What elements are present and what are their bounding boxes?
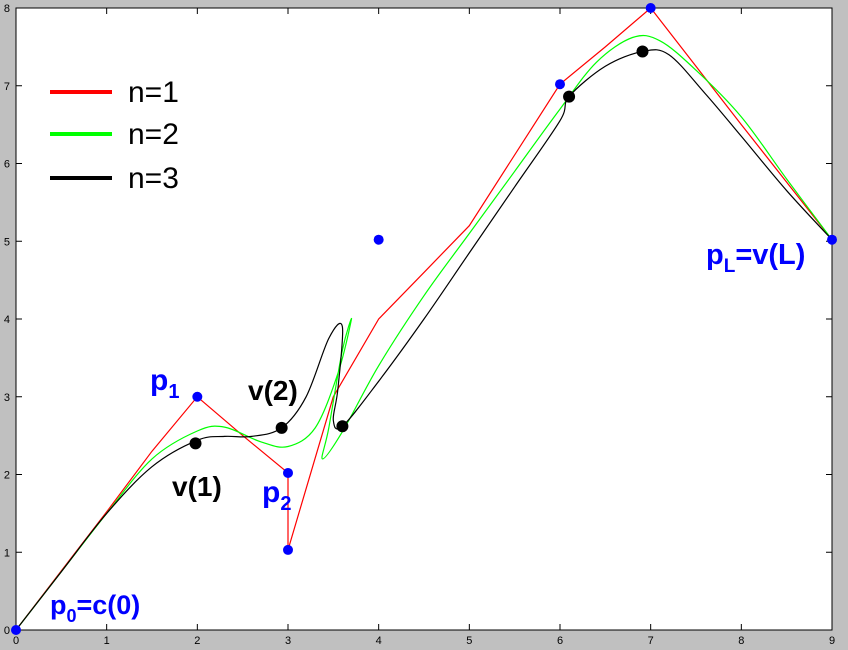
annotation-v2: v(2) [248, 375, 298, 406]
annotation-pL-sub: L [724, 256, 736, 277]
annotation-pL-rest: =v(L) [735, 239, 805, 271]
series-line-n2 [15, 34, 833, 631]
y-tick-label: 8 [4, 3, 10, 15]
y-tick-label: 6 [4, 159, 10, 171]
y-tick-label: 0 [4, 625, 10, 637]
v-point [563, 90, 576, 103]
x-tick-label: 4 [376, 635, 382, 647]
v-point [275, 421, 288, 434]
annotation-p2-sub: 2 [280, 493, 291, 515]
y-tick-label: 3 [4, 392, 10, 404]
annotation-p1-main: p [150, 364, 168, 397]
y-tick-label: 2 [4, 470, 10, 482]
x-tick-label: 5 [466, 635, 472, 647]
annotation-p0-rest: =c(0) [77, 590, 141, 620]
control-point [555, 79, 565, 90]
legend: n=1 n=2 n=3 [50, 76, 179, 195]
v-point [636, 45, 649, 58]
x-tick-label: 3 [285, 635, 291, 647]
x-tick-label: 7 [648, 635, 654, 647]
v-point [336, 420, 349, 433]
x-tick-label: 9 [829, 635, 835, 647]
legend-label-n3: n=3 [128, 162, 179, 195]
x-tick-label: 6 [557, 635, 563, 647]
y-tick-label: 7 [4, 81, 10, 93]
legend-label-n1: n=1 [128, 76, 179, 109]
control-point [827, 234, 837, 245]
y-tick-label: 1 [4, 547, 10, 559]
annotation-p0-sub: 0 [67, 606, 77, 626]
series-line-n1 [15, 7, 833, 631]
annotation-p2-main: p [262, 476, 280, 509]
annotations: p0=c(0) p1 p2 pL=v(L) v(1) v(2) [50, 239, 805, 626]
x-tick-label: 1 [104, 635, 110, 647]
control-point [192, 391, 203, 402]
annotation-p1-sub: 1 [168, 381, 179, 403]
annotation-p0-main: p [50, 590, 67, 620]
control-point [11, 625, 21, 635]
control-point [645, 3, 656, 13]
annotation-p2: p2 [262, 476, 291, 515]
data-points [11, 3, 837, 635]
x-tick-label: 2 [194, 635, 200, 647]
annotation-pL: pL=v(L) [706, 239, 805, 277]
y-tick-label: 4 [4, 314, 10, 326]
y-tick-label: 5 [4, 236, 10, 248]
annotation-p0: p0=c(0) [50, 590, 140, 626]
control-point [373, 234, 384, 245]
x-tick-label: 8 [738, 635, 744, 647]
control-point [283, 467, 293, 478]
x-tick-label: 0 [13, 635, 19, 647]
legend-label-n2: n=2 [128, 118, 179, 151]
v-point [189, 437, 202, 450]
annotation-pL-main: p [706, 239, 724, 271]
control-point [283, 544, 293, 555]
annotation-p1: p1 [150, 364, 179, 403]
axis-ticks: 0 1 2 3 4 5 6 7 8 9 0 1 2 3 4 5 6 7 8 [4, 3, 835, 647]
annotation-v1: v(1) [172, 471, 222, 502]
